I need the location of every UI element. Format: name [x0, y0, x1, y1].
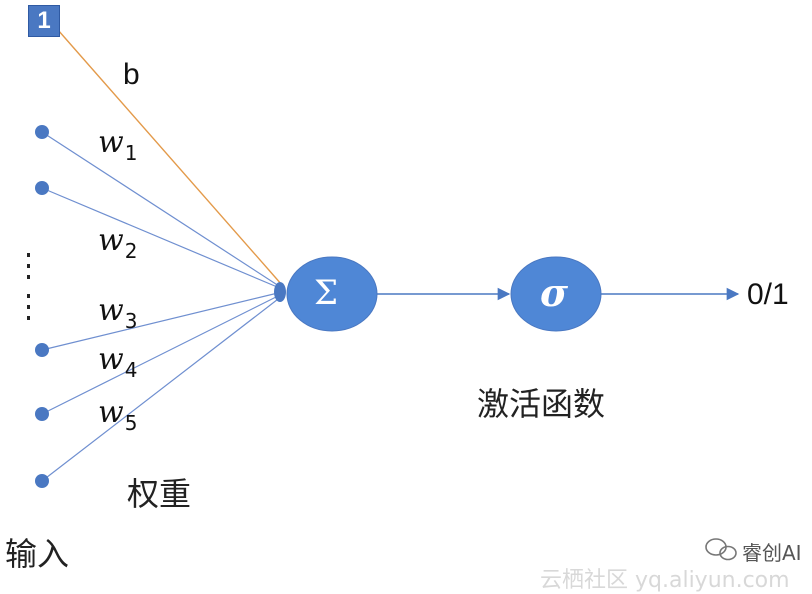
weights-label: 权重 [127, 475, 192, 513]
inputs-label: 输入 [5, 535, 70, 573]
connector-node [274, 282, 286, 302]
input-node-3 [35, 343, 49, 357]
weight-label-5: w5 [98, 395, 138, 435]
input-edge-1 [41, 131, 283, 289]
input-edge-5 [41, 295, 283, 482]
activation-symbol: σ [540, 270, 569, 315]
input-edge-4 [41, 293, 283, 415]
output-label: 0/1 [747, 278, 789, 311]
input-node-5 [35, 474, 49, 488]
wechat-logo-icon [705, 538, 737, 561]
input-edge-3 [41, 291, 283, 351]
bias-label: b [123, 58, 140, 91]
input-node-1 [35, 125, 49, 139]
weight-label-1: w1 [98, 125, 138, 165]
input-edge-2 [41, 187, 283, 290]
weight-label-3: w3 [98, 293, 138, 333]
weight-label-4: w4 [98, 342, 138, 382]
brand-watermark: 睿创AI [742, 541, 802, 565]
activation-function-label: 激活函数 [477, 385, 606, 423]
input-node-2 [35, 181, 49, 195]
input-node-4 [35, 407, 49, 421]
site-watermark: 云栖社区 yq.aliyun.com [540, 568, 790, 593]
weight-label-2: w2 [98, 223, 138, 263]
bias-edge [57, 29, 283, 286]
bias-input-box: 1 [28, 5, 60, 37]
sum-symbol: Σ [314, 273, 339, 313]
ellipsis-icon [27, 253, 30, 320]
